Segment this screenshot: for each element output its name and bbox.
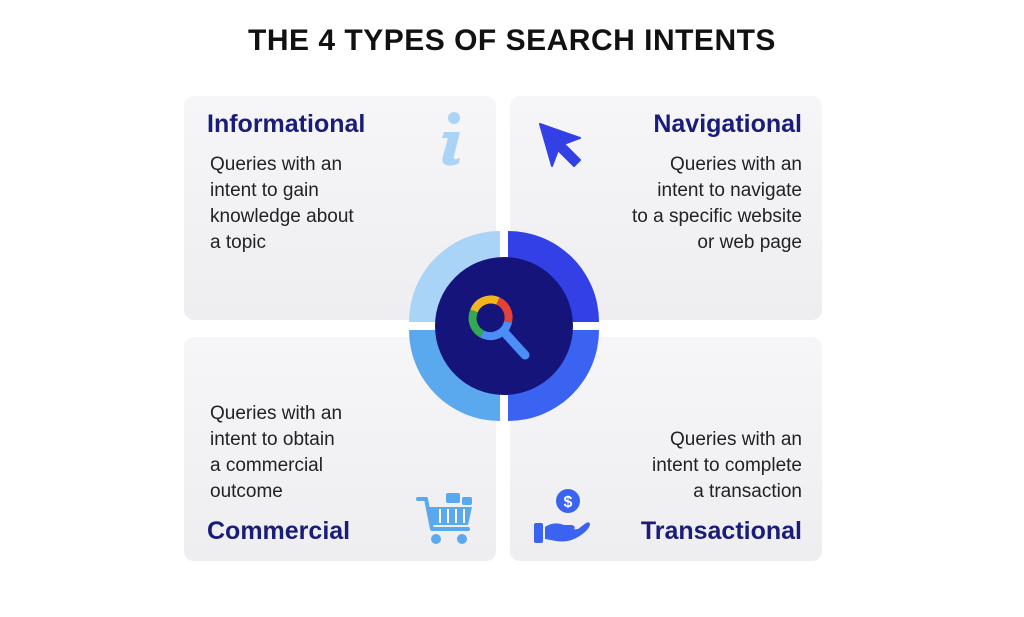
description-commercial: Queries with an intent to obtain a comme… [210,401,420,505]
description-transactional: Queries with an intent to complete a tra… [592,427,802,505]
description-line: a transaction [693,481,802,502]
cursor-arrow-icon [539,123,581,167]
heading-transactional: Transactional [640,517,802,545]
description-line: Queries with an [210,403,343,424]
description-line: intent to obtain [210,429,335,450]
description-navigational: Queries with an intent to navigate to a … [592,152,802,256]
description-line: or web page [697,232,802,253]
description-line: Queries with an [669,154,802,175]
description-line: intent to navigate [657,180,802,201]
heading-navigational: Navigational [653,110,802,138]
search-magnifier-icon [468,295,530,360]
heading-informational: Informational [207,110,366,138]
description-line: intent to gain [210,180,319,201]
card-informational: Informational Queries with an intent to … [184,96,496,320]
central-diagram [409,231,599,421]
description-line: outcome [210,481,283,502]
shopping-cart-icon [416,493,472,544]
page-title: THE 4 TYPES OF SEARCH INTENTS [248,24,776,57]
description-line: intent to complete [652,455,802,476]
hand-dollar-icon: $ [534,489,590,543]
description-line: to a specific website [631,206,802,227]
description-line: knowledge about [210,206,354,227]
description-line: Queries with an [669,429,802,450]
description-line: a commercial [210,455,323,476]
description-informational: Queries with an intent to gain knowledge… [210,152,420,256]
description-line: Queries with an [210,154,343,175]
heading-commercial: Commercial [207,517,351,545]
svg-text:$: $ [564,494,573,511]
description-line: a topic [210,232,266,253]
info-icon [442,112,460,166]
